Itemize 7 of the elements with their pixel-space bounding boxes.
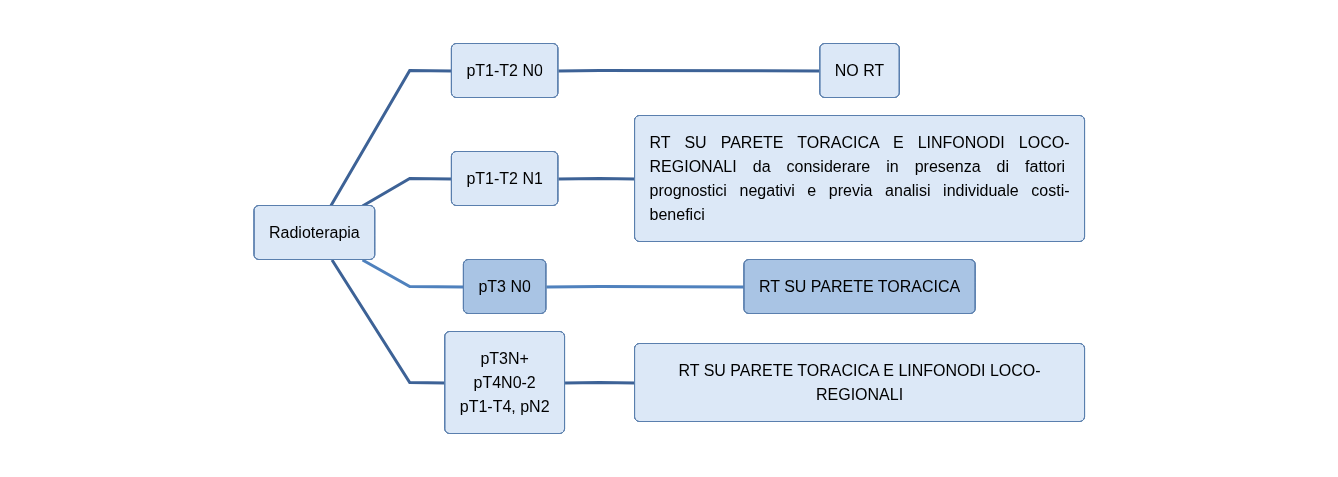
connector bbox=[564, 381, 635, 385]
connector bbox=[558, 177, 635, 181]
connector bbox=[546, 285, 745, 289]
connector bbox=[361, 258, 464, 289]
connector bbox=[330, 259, 445, 385]
connector bbox=[329, 69, 452, 207]
connector bbox=[558, 69, 821, 73]
